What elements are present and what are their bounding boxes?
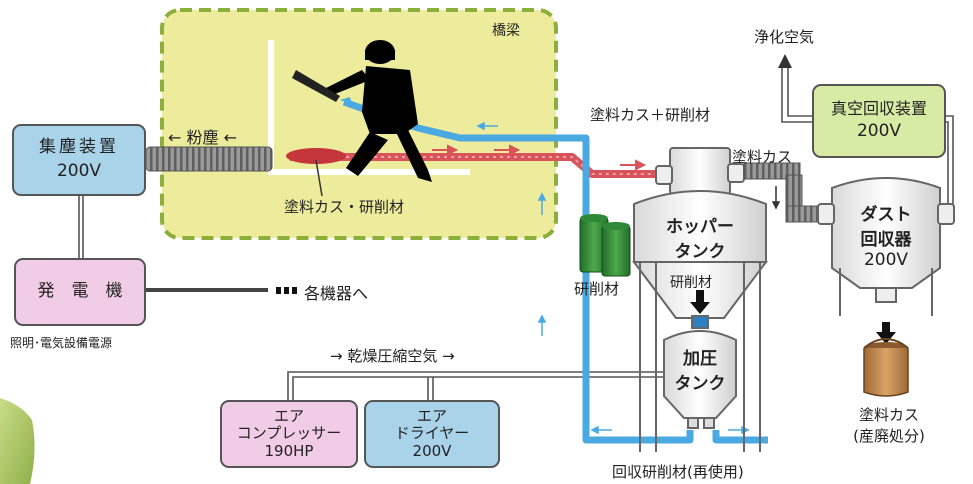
dust-collector-voltage: 200V [56,161,102,181]
hopper-line1: ホッパー [666,217,734,237]
paint-waste-top-label: 塗料カス [732,148,793,166]
paint-waste-bottom-label: 塗料カス (産廃処分) [846,404,932,446]
dryer-voltage: 200V [412,441,452,460]
dryer-line1: エア [416,407,447,426]
compressor-box: エア コンプレッサー 190HP [220,400,358,468]
dust-recovery-line1: ダスト [860,205,912,225]
compressor-line2: コンプレッサー [236,424,342,443]
pressure-tank-line2: タンク [674,374,726,394]
leaf-decoration [0,398,35,484]
paint-abrasive-label: 塗料カス・研削材 [284,198,405,216]
dust-recovery-label: ダスト 回収器 200V [846,200,926,270]
bridge-area [160,8,558,240]
compressor-power: 190HP [264,441,314,460]
abrasive-drums-icon [579,214,631,277]
flow-arrows-red [432,144,647,171]
recycled-abrasive-label: 回収研削材(再使用) [612,463,744,481]
dryer-line2: ドライヤー [394,424,470,443]
hopper-label: ホッパー タンク [660,212,740,262]
bridge-title: 橋梁 [492,23,520,39]
hopper-line2: タンク [674,242,726,262]
clean-air-arrow [778,54,792,68]
vacuum-name: 真空回収装置 [830,99,927,119]
dust-recovery-line2: 回収器 [860,230,912,250]
paint-waste-bottom-line2: (産廃処分) [853,427,925,445]
generator-box: 発 電 機 [14,258,146,326]
lighting-label: 照明･電気設備電源 [10,336,113,350]
dust-hose [145,146,273,172]
bridge-wall [268,40,470,175]
abrasive-drums-label: 研削材 [574,280,620,298]
clean-air-label: 浄化空気 [754,28,815,46]
dust-collector-box: 集塵装置 200V [12,124,146,196]
dust-arrow-label: ← 粉塵 ← [168,128,237,147]
paint-plus-abrasive-label: 塗料カス＋研削材 [590,106,711,124]
pressure-tank-label: 加圧 タンク [670,344,730,394]
to-equipment-label: 各機器へ [304,284,369,303]
waste-down-arrow [771,186,781,210]
cable-dashes [276,287,297,294]
dust-recovery-voltage: 200V [863,250,909,270]
pressure-tank-line1: 加圧 [683,349,717,369]
worker-icon [292,40,432,182]
compressor-line1: エア [273,407,304,426]
hopper-structure [632,147,768,452]
dryer-box: エア ドライヤー 200V [364,400,500,468]
hopper-down-arrow [690,290,710,314]
dust-collector-name: 集塵装置 [39,137,119,158]
waste-bucket-icon [863,338,909,397]
generator-name: 発 電 機 [37,281,123,302]
recycled-abrasive-line [342,98,768,444]
dry-air-label: → 乾燥圧縮空気 → [330,347,455,365]
abrasive-in-hopper-label: 研削材 [670,275,712,291]
paint-pile [286,148,346,164]
vacuum-voltage: 200V [856,121,902,142]
dust-recovery-structure [817,177,955,316]
vacuum-box: 真空回収装置 200V [812,84,946,158]
paint-waste-bottom-line1: 塗料カス [858,406,919,424]
